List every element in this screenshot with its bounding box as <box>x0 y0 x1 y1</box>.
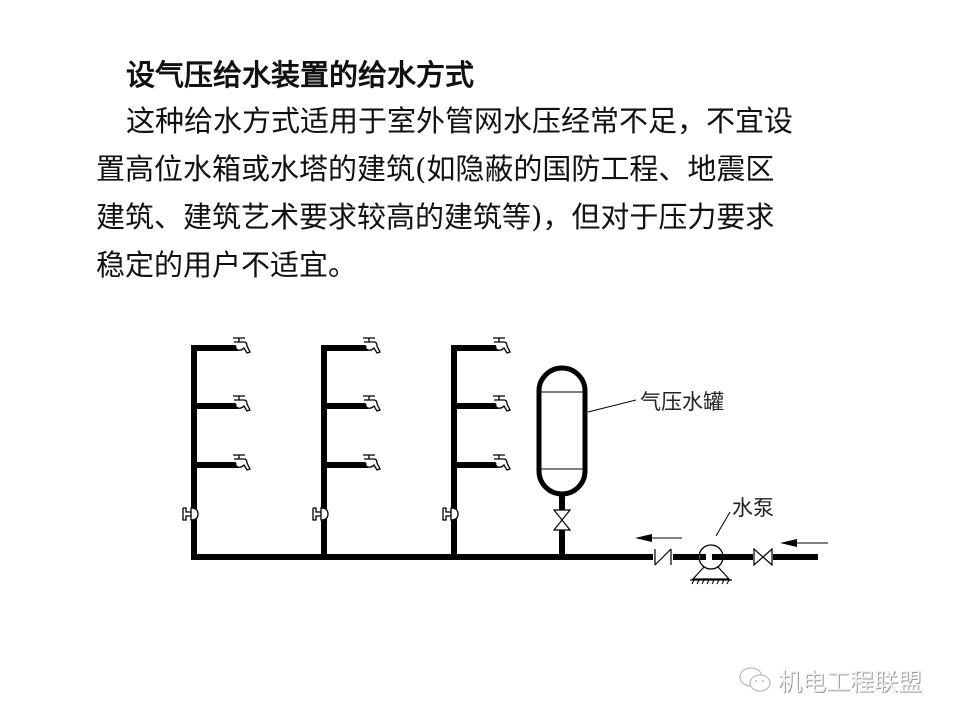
paragraph-line: 稳定的用户不适宜。 <box>96 248 358 282</box>
section-title: 设气压给水装置的给水方式 <box>126 58 475 92</box>
flow-arrow-left-icon <box>780 539 828 547</box>
paragraph-line: 置高位水箱或水塔的建筑(如隐蔽的国防工程、地震区 <box>96 152 775 186</box>
body-paragraph: 这种给水方式适用于室外管网水压经常不足，不宜设 置高位水箱或水塔的建筑(如隐蔽的… <box>96 97 876 289</box>
valve-icon <box>442 507 459 521</box>
pump-icon <box>690 511 753 585</box>
paragraph-line: 这种给水方式适用于室外管网水压经常不足，不宜设 <box>126 104 794 138</box>
riser-1 <box>182 337 251 560</box>
valve-icon <box>182 507 199 521</box>
paragraph-line: 建筑、建筑艺术要求较高的建筑等)，但对于压力要求 <box>96 200 775 234</box>
riser-2 <box>312 337 381 560</box>
tank-label: 气压水罐 <box>640 390 724 414</box>
inlet-valve-icon <box>753 547 773 567</box>
wechat-icon <box>739 666 771 692</box>
watermark-text: 机电工程联盟 <box>778 668 922 696</box>
pressure-tank <box>536 365 637 557</box>
riser-3 <box>442 337 511 560</box>
pump-label: 水泵 <box>732 496 774 520</box>
watermark: 机电工程联盟 <box>738 662 922 697</box>
gate-valve-icon <box>552 509 572 531</box>
check-valve-icon <box>654 548 672 566</box>
valve-icon <box>312 507 329 521</box>
flow-arrow-left-icon <box>635 534 682 542</box>
